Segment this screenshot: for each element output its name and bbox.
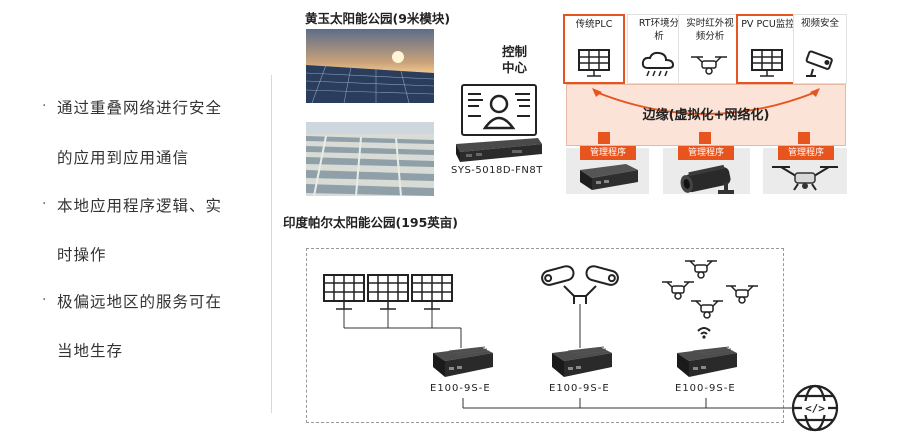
solar-panel-icon <box>410 273 454 311</box>
solar-park-photo-2 <box>306 122 434 196</box>
bullet-text-1: 通过重叠网络进行安全 <box>57 99 223 117</box>
security-camera-image <box>676 160 744 196</box>
solar-panel-icon <box>322 273 366 311</box>
function-box-label: 视频安全 <box>800 18 839 29</box>
connector-square <box>798 132 810 144</box>
weather-cloud-icon <box>628 47 688 81</box>
function-box-label: PV PCU监控 <box>741 19 795 30</box>
bullet-text-2: 的应用到应用通信 <box>57 149 190 167</box>
edge-title: 边缘(虚拟化+网络化) <box>642 108 770 123</box>
svg-text:</>: </> <box>805 402 825 415</box>
bullet-dot: · <box>42 196 47 212</box>
bullet-text-3: 本地应用程序逻辑、实 <box>57 197 223 215</box>
edge-device-image <box>576 162 640 192</box>
solar-panel-icon <box>565 46 623 80</box>
control-dashboard-icon <box>461 84 537 136</box>
site2-network-lines <box>343 304 796 409</box>
function-box-label: 传统PLC <box>575 19 613 30</box>
wifi-icon <box>696 324 712 339</box>
function-box-label: RT环境分析 <box>638 18 680 42</box>
function-box-plc: 传统PLC <box>563 14 625 84</box>
drone-icon <box>690 298 724 320</box>
connector-square <box>699 132 711 144</box>
site2-title: 印度帕尔太阳能公园(195英亩) <box>283 215 459 230</box>
bullet-dot: · <box>42 98 47 114</box>
hypervisor-label: 管理程序 <box>778 146 834 160</box>
solar-park-photo-1 <box>306 29 434 103</box>
bullet-text-5: 极偏远地区的服务可在 <box>57 293 223 311</box>
drone-image <box>768 162 842 192</box>
edge-device-label: E100-9S-E <box>675 383 736 394</box>
solar-panel-icon <box>738 46 796 80</box>
bullet-text-6: 当地生存 <box>57 342 124 360</box>
control-center-label: 控制 中心 <box>502 44 528 75</box>
function-box-video-security: 视频安全 <box>793 14 847 84</box>
connector-square <box>598 132 610 144</box>
hypervisor-label: 管理程序 <box>678 146 734 160</box>
server-model-label: SYS-5018D-FN8T <box>451 165 543 176</box>
security-camera-icon <box>794 47 846 81</box>
function-box-pcu: PV PCU监控 <box>736 14 798 84</box>
drone-icon <box>684 258 718 280</box>
edge-device-label: E100-9S-E <box>549 383 610 394</box>
drone-icon <box>679 47 739 81</box>
edge-device-label: E100-9S-E <box>430 383 491 394</box>
site1-title: 黄玉太阳能公园(9米模块) <box>305 11 451 26</box>
bullet-text-4: 时操作 <box>57 246 107 264</box>
edge-device-image <box>546 345 614 381</box>
function-box-label: 实时红外视频分析 <box>686 18 734 42</box>
drone-icon <box>661 279 695 301</box>
function-box-infrared: 实时红外视频分析 <box>678 14 740 84</box>
divider <box>271 75 272 413</box>
edge-device-image <box>671 345 739 381</box>
drone-icon <box>725 283 759 305</box>
globe-code-icon: </> <box>790 382 840 432</box>
security-camera-icon <box>538 262 622 306</box>
bullet-dot: · <box>42 292 47 308</box>
server-chassis <box>452 138 542 164</box>
solar-panel-icon <box>366 273 410 311</box>
site2-network-area <box>306 248 784 423</box>
hypervisor-label: 管理程序 <box>580 146 636 160</box>
edge-arrows <box>592 88 820 115</box>
edge-device-image <box>427 345 495 381</box>
